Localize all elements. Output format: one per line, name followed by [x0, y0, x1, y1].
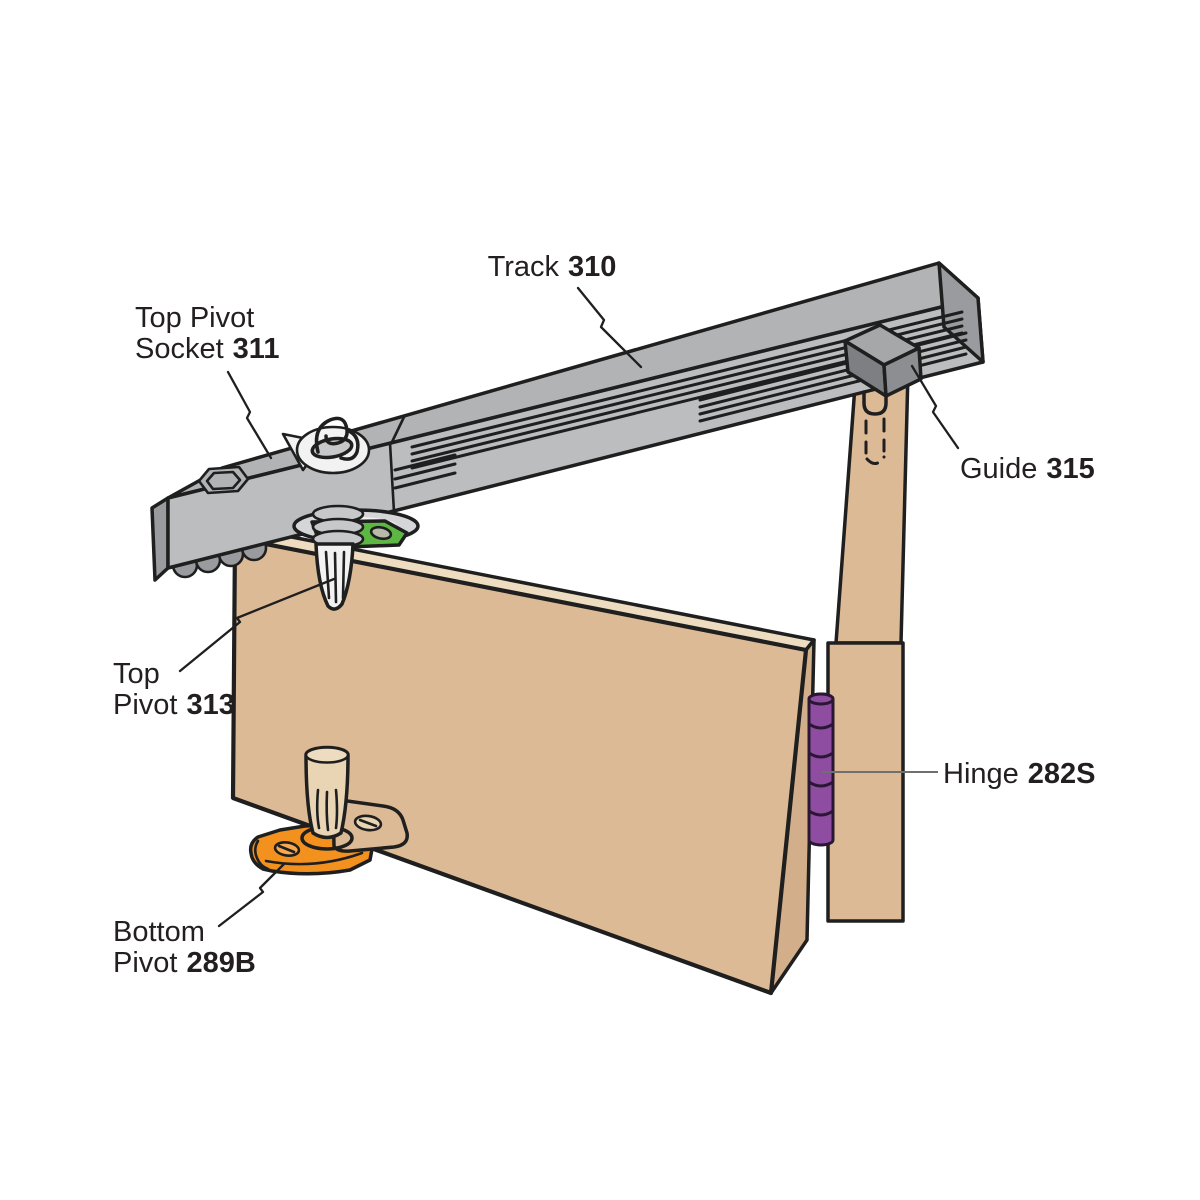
label-top-pivot-socket-line1: Top Pivot: [135, 302, 254, 334]
main-panel-front-face: [230, 535, 809, 996]
leader-guide: [910, 364, 960, 450]
track-310: [150, 261, 985, 582]
pin-top: [304, 746, 350, 764]
leader-top-pivot: [178, 577, 336, 673]
hinge-barrel: [807, 692, 835, 847]
slot-opening: [862, 388, 888, 416]
socket-spring-clip: [314, 416, 360, 461]
door-panel-right: [826, 370, 910, 923]
slot-hidden-dashes: [864, 417, 886, 465]
socket-block-edge: [388, 415, 406, 514]
leader-bottom-pivot: [217, 862, 286, 928]
label-bottom-pivot-line1: Bottom: [113, 916, 205, 948]
door-panel-main: [230, 526, 816, 996]
bottom-bracket-ridge: [253, 839, 364, 871]
pivot-thread-stack: [311, 504, 365, 549]
bracket-hole: [369, 525, 393, 541]
leader-top-pivot-socket: [226, 370, 273, 460]
pin-ribs: [315, 788, 339, 832]
right-panel-lower: [826, 641, 905, 923]
bracket-screw-slot: [277, 844, 296, 854]
hinge-top: [807, 692, 835, 706]
hex-bolt-inner: [205, 470, 242, 491]
leader-track: [576, 286, 643, 369]
top-pivot-socket-311: [281, 416, 371, 475]
track-left-cap: [150, 496, 170, 582]
hinge-knuckles: [808, 722, 834, 817]
label-top-pivot-line1: Top: [113, 658, 160, 690]
pivot-pin-ribs: [324, 550, 346, 604]
hinge-282s: [807, 692, 835, 847]
top-pivot-313: [292, 504, 420, 611]
guide-slot: [862, 388, 888, 465]
guide-315: [843, 323, 923, 398]
plate-screw-slot: [358, 818, 378, 828]
leader-lines: [178, 286, 960, 928]
bottom-pivot-289b: [248, 745, 409, 876]
